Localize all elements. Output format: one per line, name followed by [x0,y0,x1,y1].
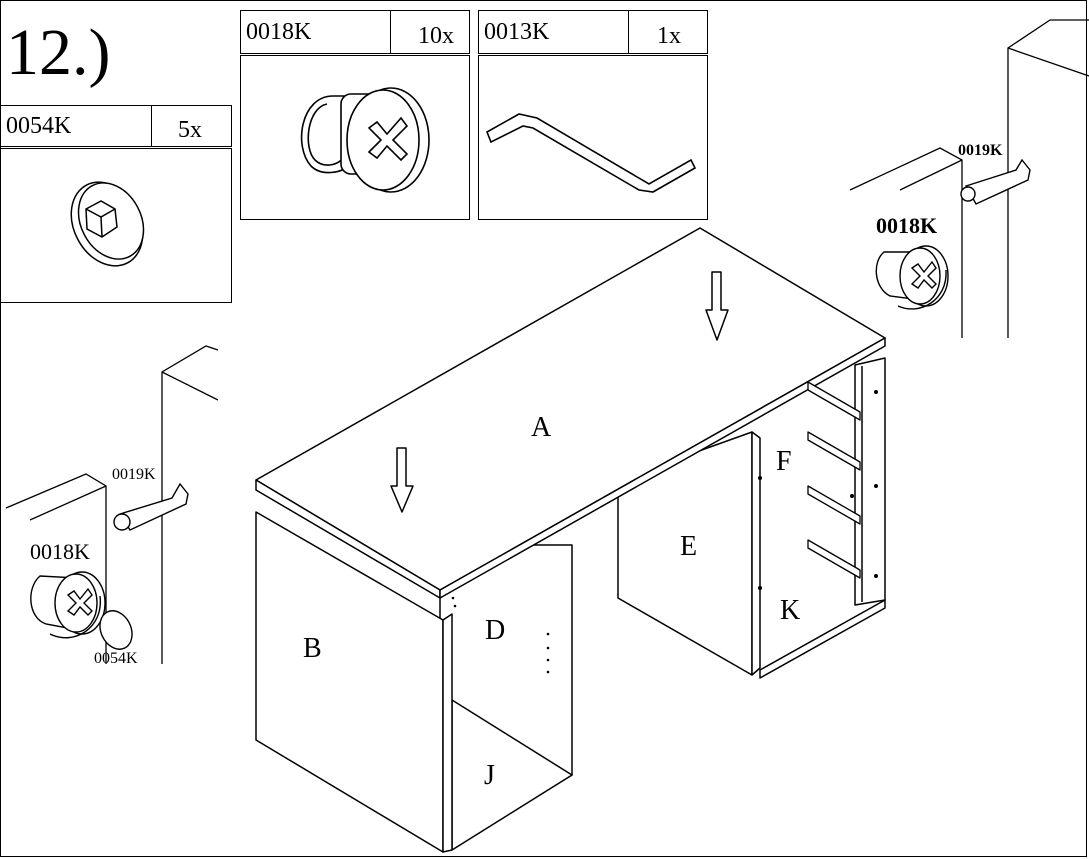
left-bolt-label: 0019K [112,466,156,483]
part-qty-cell-0013k: 1x [628,10,708,54]
panel-k-label: K [780,595,801,626]
panel-f-label: F [776,446,792,477]
panel-e-label: E [680,531,698,562]
panel-b-label: B [303,633,322,664]
panel-f-shape [854,357,886,606]
part-code: 0013K [484,19,550,45]
right-cam-label: 0018K [876,213,938,238]
part-code-cell-0018k: 0018K [240,10,391,54]
part-qty: 5x [178,117,202,143]
cam-cover-cap-icon [70,181,145,267]
left-cap-label: 0054K [94,650,138,667]
part-qty-cell-0018k: 10x [390,10,470,54]
panel-d-label: D [485,615,506,646]
right-bolt-label: 0019K [958,142,1003,159]
allen-key-icon [485,113,697,193]
part-qty: 1x [657,23,681,49]
part-code-cell-0054k: 0054K [0,105,152,147]
part-image-0013k [478,55,708,220]
cam-lock-nut-icon [300,87,430,193]
part-code: 0054K [6,113,72,139]
left-cam-label: 0018K [30,539,90,564]
part-code: 0018K [246,19,312,45]
part-qty: 10x [418,23,454,49]
panel-k-shape [759,599,886,679]
part-image-0054k [0,148,232,303]
part-qty-cell-0054k: 5x [151,105,232,147]
step-number: 12.) [6,16,111,89]
part-code-cell-0013k: 0013K [478,10,629,54]
panel-a-label: A [531,412,552,443]
part-image-0018k [240,55,470,220]
panel-j-label: J [484,760,495,791]
